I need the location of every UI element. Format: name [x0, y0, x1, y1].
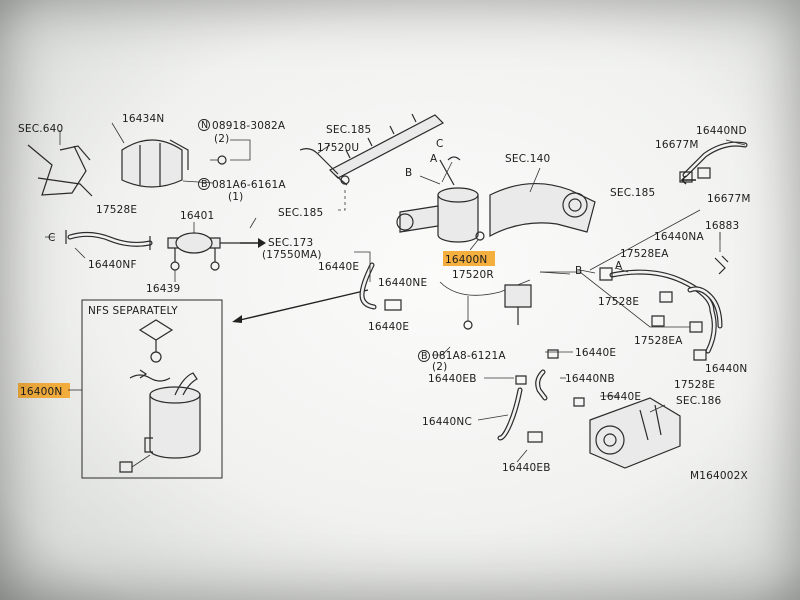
- label-16440n: 16440N: [705, 363, 747, 375]
- bracket-16434n: [121, 139, 227, 188]
- label-17528ea-1: 17528EA: [620, 248, 669, 260]
- label-sec185-b: SEC.185: [278, 207, 323, 219]
- label-16400n-left: 16400N: [20, 386, 62, 398]
- nfs-separately-box: [68, 299, 223, 479]
- label-17520u: 17520U: [317, 142, 359, 154]
- label-c-left: C: [48, 232, 56, 244]
- label-16440e-4: 16440E: [600, 391, 641, 403]
- label-17528e-top: 17528E: [96, 204, 137, 216]
- label-16440e-2: 16440E: [368, 321, 409, 333]
- fuel-filter-16400n: [396, 156, 485, 251]
- b-marker-circle-2: [418, 350, 430, 362]
- label-callout-c: C: [436, 138, 444, 150]
- label-08918-qty: (2): [214, 133, 229, 145]
- label-16440e-3: 16440E: [575, 347, 616, 359]
- label-callout-b: B: [405, 167, 412, 179]
- label-sec140: SEC.140: [505, 153, 550, 165]
- label-17528e-3: 17528E: [674, 379, 715, 391]
- label-callout-a2: A: [615, 260, 623, 272]
- label-sec185-a: SEC.185: [326, 124, 371, 136]
- label-sec640: SEC.640: [18, 123, 63, 135]
- label-16400n-main: 16400N: [445, 254, 487, 266]
- label-sec173: SEC.173: [268, 237, 313, 249]
- label-16440eb-2: 16440EB: [502, 462, 551, 474]
- label-sec186: SEC.186: [676, 395, 722, 407]
- label-17528ea-2: 17528EA: [634, 335, 683, 347]
- label-16440eb-1: 16440EB: [428, 373, 477, 385]
- fuel-rail: [299, 113, 445, 186]
- label-17520r: 17520R: [452, 269, 494, 281]
- figure-code: M164002X: [690, 470, 748, 482]
- label-16883: 16883: [705, 220, 739, 232]
- label-081a8-6121a: 081A8-6121A: [432, 350, 506, 362]
- label-081a8-qty: (2): [432, 361, 447, 373]
- n-marker-circle: [198, 119, 210, 131]
- label-08918-3082a: 08918-3082A: [212, 120, 286, 132]
- label-b-marker: B: [201, 179, 208, 190]
- label-081a6-6161a: 081A6-6161A: [212, 179, 286, 191]
- label-b-marker-2: B: [421, 351, 428, 362]
- label-16440nd: 16440ND: [696, 125, 747, 137]
- label-16677m-2: 16677M: [707, 193, 751, 205]
- hose-16440nd: [679, 139, 748, 185]
- label-16440na: 16440NA: [654, 231, 704, 243]
- highlight-16400n-main: [443, 251, 495, 266]
- nfs-separately-title: NFS SEPARATELY: [88, 305, 178, 317]
- label-16401: 16401: [180, 210, 214, 222]
- label-16440e-1: 16440E: [318, 261, 359, 273]
- label-081a6-qty: (1): [228, 191, 243, 203]
- highlight-16400n-left: [18, 383, 70, 398]
- label-17550ma: (17550MA): [262, 249, 322, 261]
- priming-pump-16401: [65, 222, 266, 271]
- label-16440nc: 16440NC: [422, 416, 472, 428]
- label-17528e-2: 17528E: [598, 296, 639, 308]
- intake-pipe-sec140: [489, 167, 596, 237]
- hose-group-right: [599, 232, 729, 361]
- label-16440ne: 16440NE: [378, 277, 427, 289]
- hose-group-center: [359, 262, 559, 443]
- label-16677m-1: 16677M: [655, 139, 699, 151]
- label-callout-b2: B: [575, 265, 582, 277]
- injection-pump-sec186: [573, 397, 681, 469]
- label-sec185-c: SEC.185: [610, 187, 655, 199]
- label-16434n: 16434N: [122, 113, 164, 125]
- bracket-sec640: [27, 130, 93, 197]
- b-marker-circle: [198, 178, 210, 190]
- label-16440nf: 16440NF: [88, 259, 137, 271]
- label-16440nb: 16440NB: [565, 373, 615, 385]
- leader-lines: [45, 122, 721, 463]
- label-n-marker: N: [201, 120, 208, 131]
- pointer-arrow: [232, 289, 369, 323]
- label-callout-a: A: [430, 153, 438, 165]
- label-16439: 16439: [146, 283, 180, 295]
